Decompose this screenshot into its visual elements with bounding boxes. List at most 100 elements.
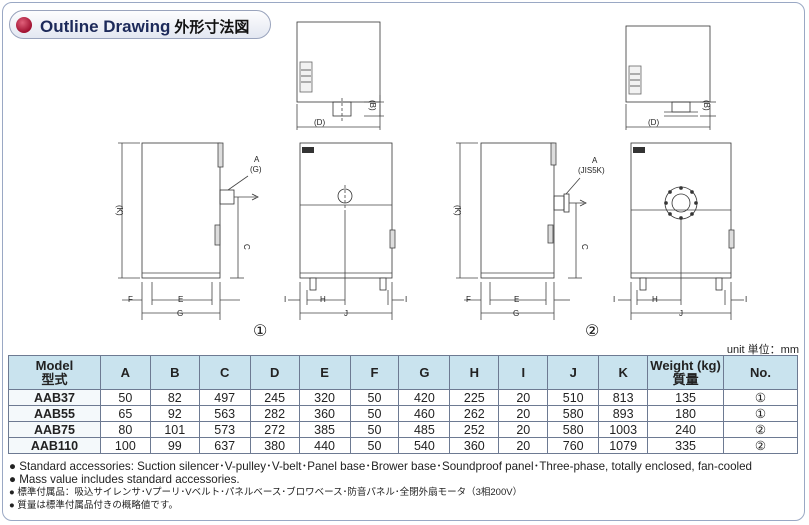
table-cell: 82 [149, 389, 200, 406]
notes: ● Standard accessories: Suction silencer… [9, 460, 804, 512]
table-cell: 813 [598, 389, 649, 406]
table-cell: 20 [498, 437, 549, 454]
figure-number-2: ② [585, 323, 599, 340]
table-cell: 282 [249, 405, 300, 422]
table-cell: 760 [547, 437, 600, 454]
note-2: ● Mass value includes standard accessori… [9, 473, 240, 486]
table-cell: 440 [298, 437, 351, 454]
header-label: J [569, 364, 577, 380]
dim-label-a-2: A [592, 156, 598, 165]
dim-label-k-1: (K) [115, 205, 124, 216]
dim-label-j-1: J [344, 309, 348, 318]
table-cell: ① [723, 389, 798, 406]
table-cell: 50 [349, 437, 400, 454]
table-header-cell: C [198, 355, 251, 390]
dim-label-i-1b: I [405, 295, 407, 304]
dim-label-d-2: (D) [648, 118, 659, 127]
table-cell: 225 [449, 389, 500, 406]
table-header-cell: H [449, 355, 500, 390]
table-cell: 50 [99, 389, 151, 406]
table-cell: 385 [298, 421, 351, 438]
dim-label-a-1: A [254, 155, 260, 164]
table-cell: 485 [398, 421, 451, 438]
table-cell: 135 [647, 389, 725, 406]
table-cell: 272 [249, 421, 300, 438]
header-label: Model [35, 357, 74, 373]
dim-label-e-2: E [514, 295, 519, 304]
dim-label-g-1: G [177, 309, 183, 318]
dim-label-i-2a: I [613, 295, 615, 304]
table-cell: 360 [298, 405, 351, 422]
table-cell: 20 [498, 421, 549, 438]
header-sublabel: 質量 [672, 371, 699, 387]
table-cell: 262 [449, 405, 500, 422]
header-label: E [320, 364, 329, 380]
dim-label-b-1: (B) [368, 100, 377, 111]
table-cell: 20 [498, 389, 549, 406]
table-header-cell: B [149, 355, 200, 390]
dim-label-h-1: H [320, 295, 326, 304]
table-cell: 101 [149, 421, 200, 438]
dim-label-d-1: (D) [314, 118, 325, 127]
table-cell: 1003 [598, 421, 649, 438]
table-header-cell: A [99, 355, 151, 390]
bullet-icon [16, 17, 32, 33]
note-1: ● Standard accessories: Suction silencer… [9, 460, 752, 473]
table-header-cell: I [498, 355, 549, 390]
table-cell: 20 [498, 405, 549, 422]
header-label: D [269, 364, 280, 380]
table-cell: 510 [547, 389, 600, 406]
dim-label-g-2: G [513, 309, 519, 318]
table-header-cell: K [598, 355, 649, 390]
table-cell: 99 [149, 437, 200, 454]
model-cell: AAB37 [8, 389, 101, 406]
table-header-cell: F [349, 355, 400, 390]
table-header-cell: No. [723, 355, 798, 390]
figure-number-1: ① [253, 323, 267, 340]
dim-label-k-2: (K) [453, 205, 462, 216]
table-cell: ① [723, 405, 798, 422]
table-cell: 50 [349, 405, 400, 422]
dim-label-i-1a: I [284, 295, 286, 304]
dim-label-ag-1: (G) [250, 165, 262, 174]
unit-label: unit 単位：mm [726, 344, 799, 356]
fig2-top-view [625, 25, 716, 130]
table-cell: 92 [149, 405, 200, 422]
header-sublabel: 型式 [41, 371, 68, 387]
table-cell: 380 [249, 437, 300, 454]
outline-drawing: (D) (B) (D) (B) (K) C A (G) F E G [115, 21, 747, 340]
table-cell: 573 [198, 421, 251, 438]
dim-label-e-1: E [178, 295, 183, 304]
header-label: K [618, 364, 628, 380]
header-label: H [469, 364, 480, 380]
dim-label-c-1: C [242, 244, 251, 250]
table-cell: 50 [349, 421, 400, 438]
fig1-side-view [288, 142, 404, 320]
fig1-front-view [118, 142, 259, 320]
table-header-cell: J [547, 355, 600, 390]
model-cell: AAB55 [8, 405, 101, 422]
header-label: I [521, 364, 526, 380]
table-cell: 252 [449, 421, 500, 438]
dim-label-b-2: (B) [702, 100, 711, 111]
table-cell: 893 [598, 405, 649, 422]
dim-label-f-1: F [128, 295, 133, 304]
note-3: ● 標準付属品：吸込サイレンサ･Vプーリ･Vベルト･パネルベース･ブロワベース･… [9, 487, 523, 498]
dim-label-h-2: H [652, 295, 658, 304]
table-cell: 497 [198, 389, 251, 406]
table-header-cell: Weight (kg)質量 [647, 355, 725, 390]
table-cell: 240 [647, 421, 725, 438]
table-cell: 1079 [598, 437, 649, 454]
dim-label-j-2: J [679, 309, 683, 318]
fig1-top-view [296, 21, 384, 130]
dim-label-c-2: C [580, 244, 589, 250]
table-header-cell: E [298, 355, 351, 390]
table-cell: 360 [449, 437, 500, 454]
header-label: G [419, 364, 430, 380]
header-label: C [220, 364, 230, 380]
fig2-front-view [456, 142, 587, 320]
